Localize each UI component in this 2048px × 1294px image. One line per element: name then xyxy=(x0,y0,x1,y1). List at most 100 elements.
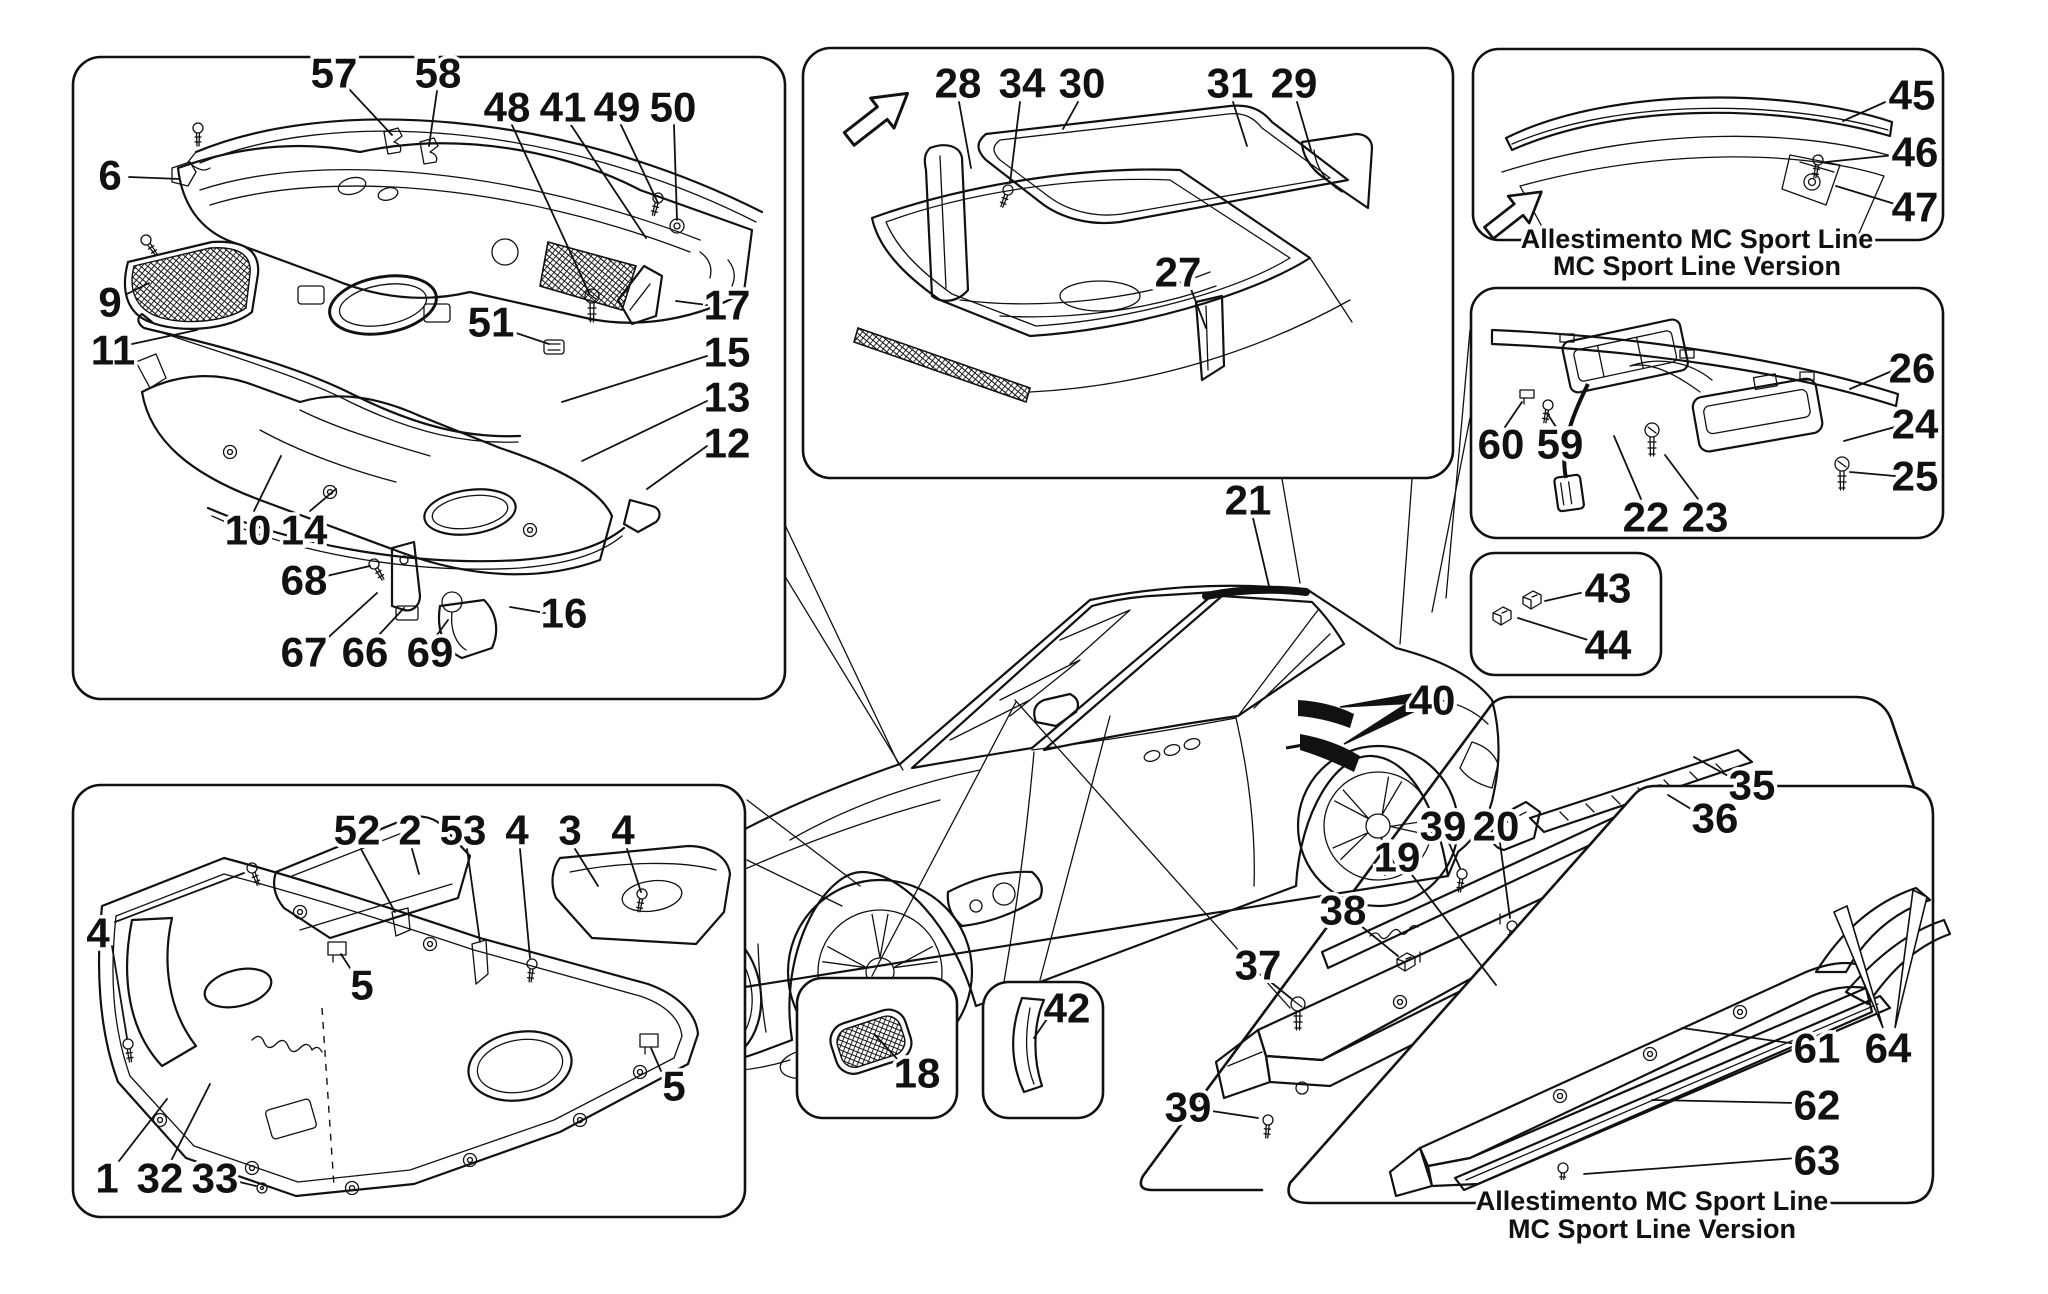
leader-line-62 xyxy=(1651,1099,1798,1104)
leader-line-32 xyxy=(170,1083,211,1162)
callout-14: 14 xyxy=(281,507,328,554)
caption-top-line1: Allestimento MC Sport Line xyxy=(1521,224,1874,254)
callout-28: 28 xyxy=(935,60,982,107)
leader-line-43 xyxy=(1544,590,1590,602)
callout-47: 47 xyxy=(1892,184,1939,231)
leader-line-27 xyxy=(1188,283,1207,329)
callout-15: 15 xyxy=(704,329,751,376)
leader-line-36 xyxy=(1667,794,1697,813)
leader-line-49 xyxy=(620,124,659,204)
leader-line-63 xyxy=(1583,1157,1798,1175)
leader-wedge-64 xyxy=(1832,904,1884,1029)
callout-22: 22 xyxy=(1623,494,1670,541)
callout-50: 50 xyxy=(650,84,697,131)
leader-line-33 xyxy=(230,1179,257,1187)
leader-line-59 xyxy=(1546,412,1557,428)
callout-4: 4 xyxy=(505,807,529,854)
leader-line-6 xyxy=(128,176,181,180)
callout-51: 51 xyxy=(468,299,515,346)
leader-line-28 xyxy=(958,101,972,169)
callout-5: 5 xyxy=(350,962,373,1009)
callout-44: 44 xyxy=(1585,622,1632,669)
caption-bottom-backing xyxy=(1496,1180,1808,1224)
callout-19: 19 xyxy=(1374,834,1421,881)
callout-69: 69 xyxy=(407,629,454,676)
callout-67: 67 xyxy=(281,629,328,676)
rear-trim-parts xyxy=(1490,318,1900,513)
callout-18: 18 xyxy=(894,1050,941,1097)
leader-line-15 xyxy=(561,355,708,403)
callout-39: 39 xyxy=(1165,1084,1212,1131)
leader-line-9 xyxy=(126,282,150,295)
leader-line-68 xyxy=(321,565,371,578)
leader-wedge-40 xyxy=(1339,693,1415,708)
callout-63: 63 xyxy=(1794,1137,1841,1184)
leader-line-10 xyxy=(253,455,282,512)
leader-line-42 xyxy=(1033,1015,1050,1039)
leader-line-14 xyxy=(309,488,337,512)
callout-59: 59 xyxy=(1537,421,1584,468)
callout-64: 64 xyxy=(1865,1025,1912,1072)
callout-30: 30 xyxy=(1059,60,1106,107)
callout-37: 37 xyxy=(1235,942,1282,989)
cowl-panel-parts xyxy=(123,118,764,660)
leader-line-21 xyxy=(1252,517,1270,587)
callout-20: 20 xyxy=(1473,803,1520,850)
callout-4: 4 xyxy=(611,807,635,854)
leader-line-2 xyxy=(411,848,420,875)
leader-line-13 xyxy=(581,400,708,462)
leader-wedge-40 xyxy=(1343,699,1417,745)
leader-line-25 xyxy=(1849,471,1896,477)
direction-arrow-trunk-icon xyxy=(842,91,910,147)
caption-bottom-line1: Allestimento MC Sport Line xyxy=(1476,1186,1829,1216)
leader-line-23 xyxy=(1664,454,1699,500)
leader-line-17 xyxy=(675,300,708,306)
callout-48: 48 xyxy=(484,84,531,131)
box-trim-42 xyxy=(981,980,1105,1120)
leader-line-58 xyxy=(428,90,438,147)
leader-line-5 xyxy=(340,953,353,972)
callout-29: 29 xyxy=(1271,60,1318,107)
leader-line-69 xyxy=(436,619,449,636)
callout-46: 46 xyxy=(1892,129,1939,176)
callout-4: 4 xyxy=(86,910,110,957)
leader-line-52 xyxy=(360,848,396,913)
callout-33: 33 xyxy=(192,1155,239,1202)
leader-line-19 xyxy=(1408,870,1497,986)
underbody-shield-parts xyxy=(97,815,732,1198)
leader-line-45 xyxy=(1842,98,1893,122)
callout-41: 41 xyxy=(540,84,587,131)
trim-42-part xyxy=(1012,996,1046,1094)
leader-line-38 xyxy=(1354,920,1399,957)
callout-34: 34 xyxy=(999,60,1046,107)
callout-52: 52 xyxy=(334,807,381,854)
callout-25: 25 xyxy=(1892,453,1939,500)
leader-line-50 xyxy=(673,124,678,221)
leader-line-4 xyxy=(111,945,128,1039)
callout-58: 58 xyxy=(415,50,462,97)
leader-line-29 xyxy=(1296,101,1312,151)
box-clips xyxy=(1469,551,1663,677)
leader-line-67 xyxy=(320,592,378,645)
callout-17: 17 xyxy=(704,282,751,329)
leader-line-4 xyxy=(626,848,642,893)
leader-line-60 xyxy=(1504,401,1523,428)
leader-line-22 xyxy=(1613,435,1642,500)
callout-49: 49 xyxy=(594,84,641,131)
leader-line-12 xyxy=(646,445,708,490)
callout-60: 60 xyxy=(1478,421,1525,468)
callout-31: 31 xyxy=(1207,60,1254,107)
leader-line-53 xyxy=(466,848,481,943)
leader-line-48 xyxy=(511,124,590,294)
callout-42: 42 xyxy=(1044,985,1091,1032)
callout-27: 27 xyxy=(1155,249,1202,296)
leader-line-57 xyxy=(348,88,393,136)
callout-11: 11 xyxy=(91,327,135,374)
box-side-sill-standard xyxy=(1139,695,1918,1192)
callout-35: 35 xyxy=(1729,762,1776,809)
leader-line-41 xyxy=(570,124,647,239)
leader-line-18 xyxy=(873,1033,901,1063)
caption-top-line2: MC Sport Line Version xyxy=(1553,251,1841,281)
